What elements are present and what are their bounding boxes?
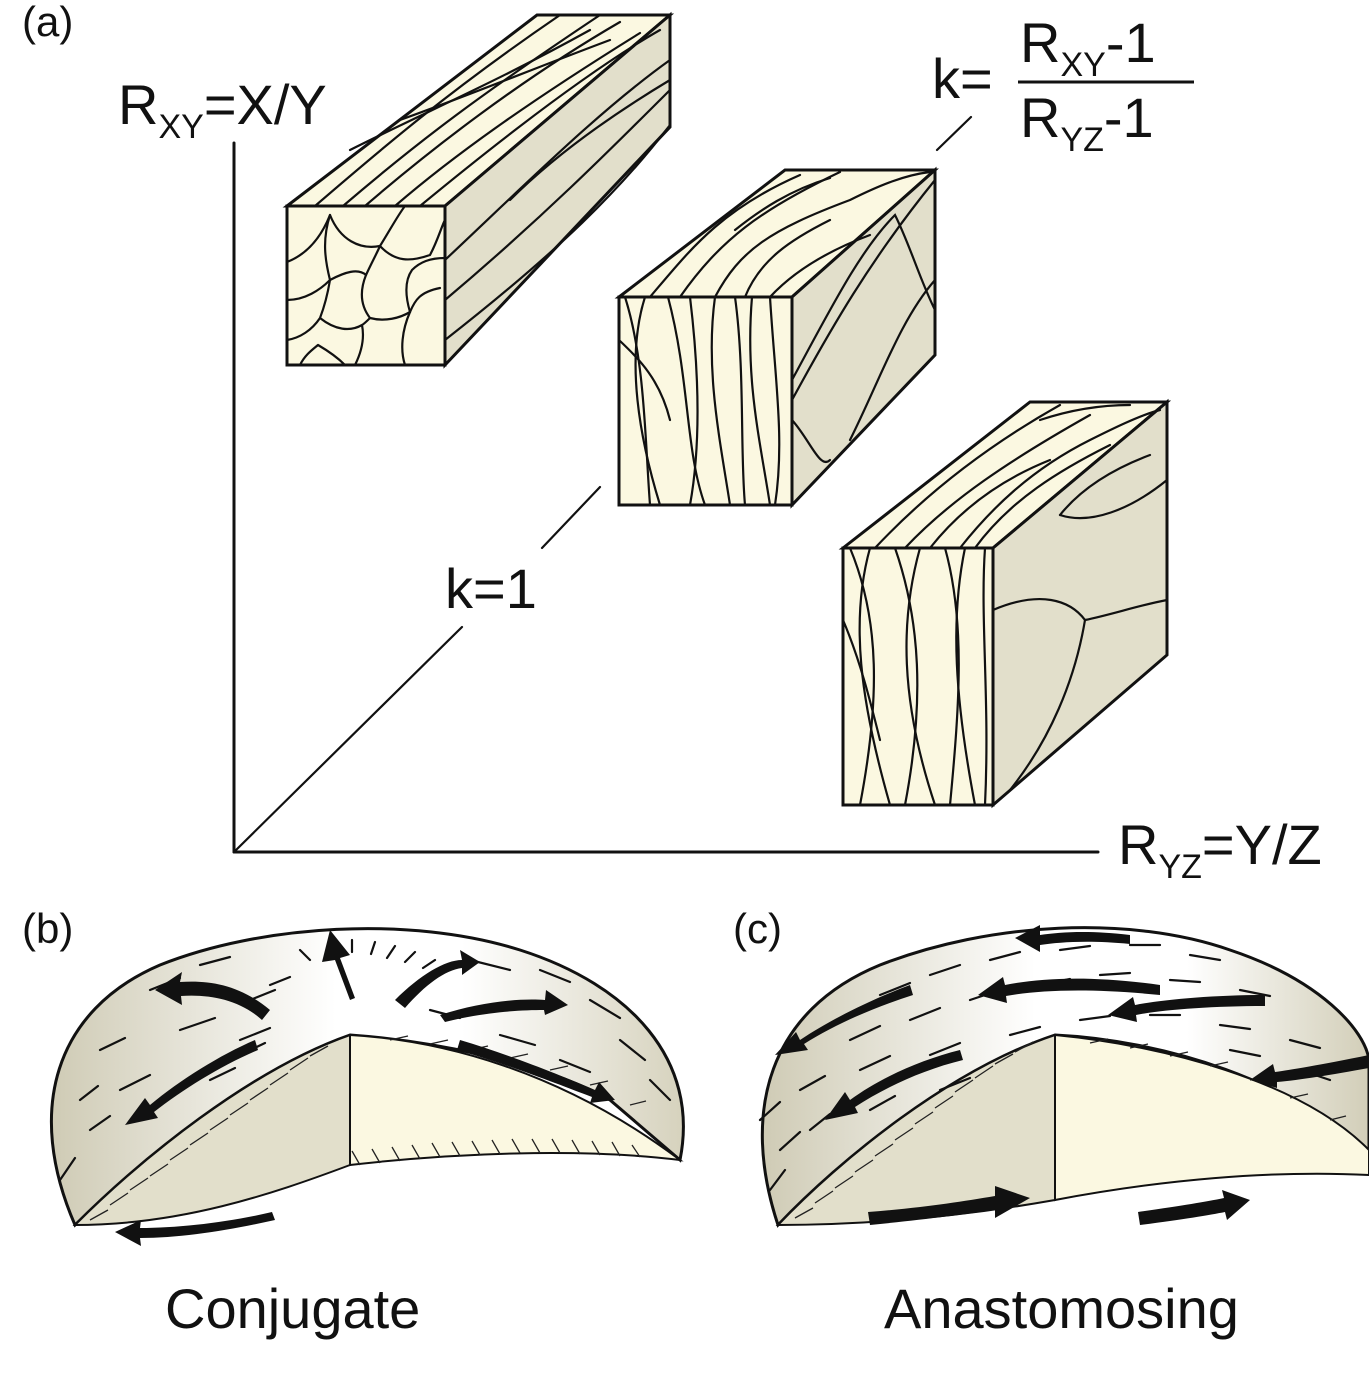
y-axis-label: RXY=X/Y <box>118 73 327 146</box>
block-flattening <box>838 398 1172 809</box>
conjugate-caption: Conjugate <box>165 1277 420 1340</box>
panel-a-label: (a) <box>22 0 73 45</box>
k-denominator: RYZ-1 <box>1020 86 1154 159</box>
k-one-line-lower <box>232 625 464 854</box>
k-numerator: RXY-1 <box>1020 11 1156 84</box>
anastomosing-caption: Anastomosing <box>884 1277 1239 1340</box>
x-axis-label: RYZ=Y/Z <box>1118 813 1322 886</box>
panel-b-label: (b) <box>22 905 73 952</box>
anastomosing-fold <box>758 925 1369 1228</box>
svg-text:k=: k= <box>932 47 993 110</box>
k-formula: k= RXY-1 RYZ-1 <box>932 11 1194 159</box>
panel-c-label: (c) <box>733 905 782 952</box>
conjugate-fold <box>49 927 685 1246</box>
k-equals-one-label: k=1 <box>445 557 537 620</box>
k-line-upper <box>935 115 973 152</box>
block-constriction <box>282 11 675 369</box>
k-one-line-upper <box>540 485 602 550</box>
block-plane-strain <box>614 166 939 509</box>
axes <box>232 115 1100 854</box>
